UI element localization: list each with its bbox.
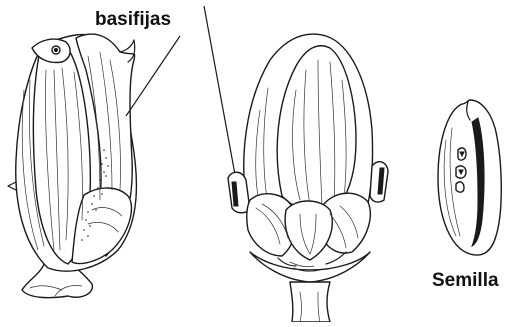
semilla-label: Semilla [432,270,499,292]
basifijas-leader-line-long [204,6,236,180]
center-stem [290,282,330,322]
basifijas-leader-line [126,36,180,116]
flower-side-view [8,34,136,298]
seed-drawing [438,100,501,255]
basifijas-label: basifijas [95,9,171,31]
seed-outline [438,100,501,255]
flower-section-view [228,34,388,322]
